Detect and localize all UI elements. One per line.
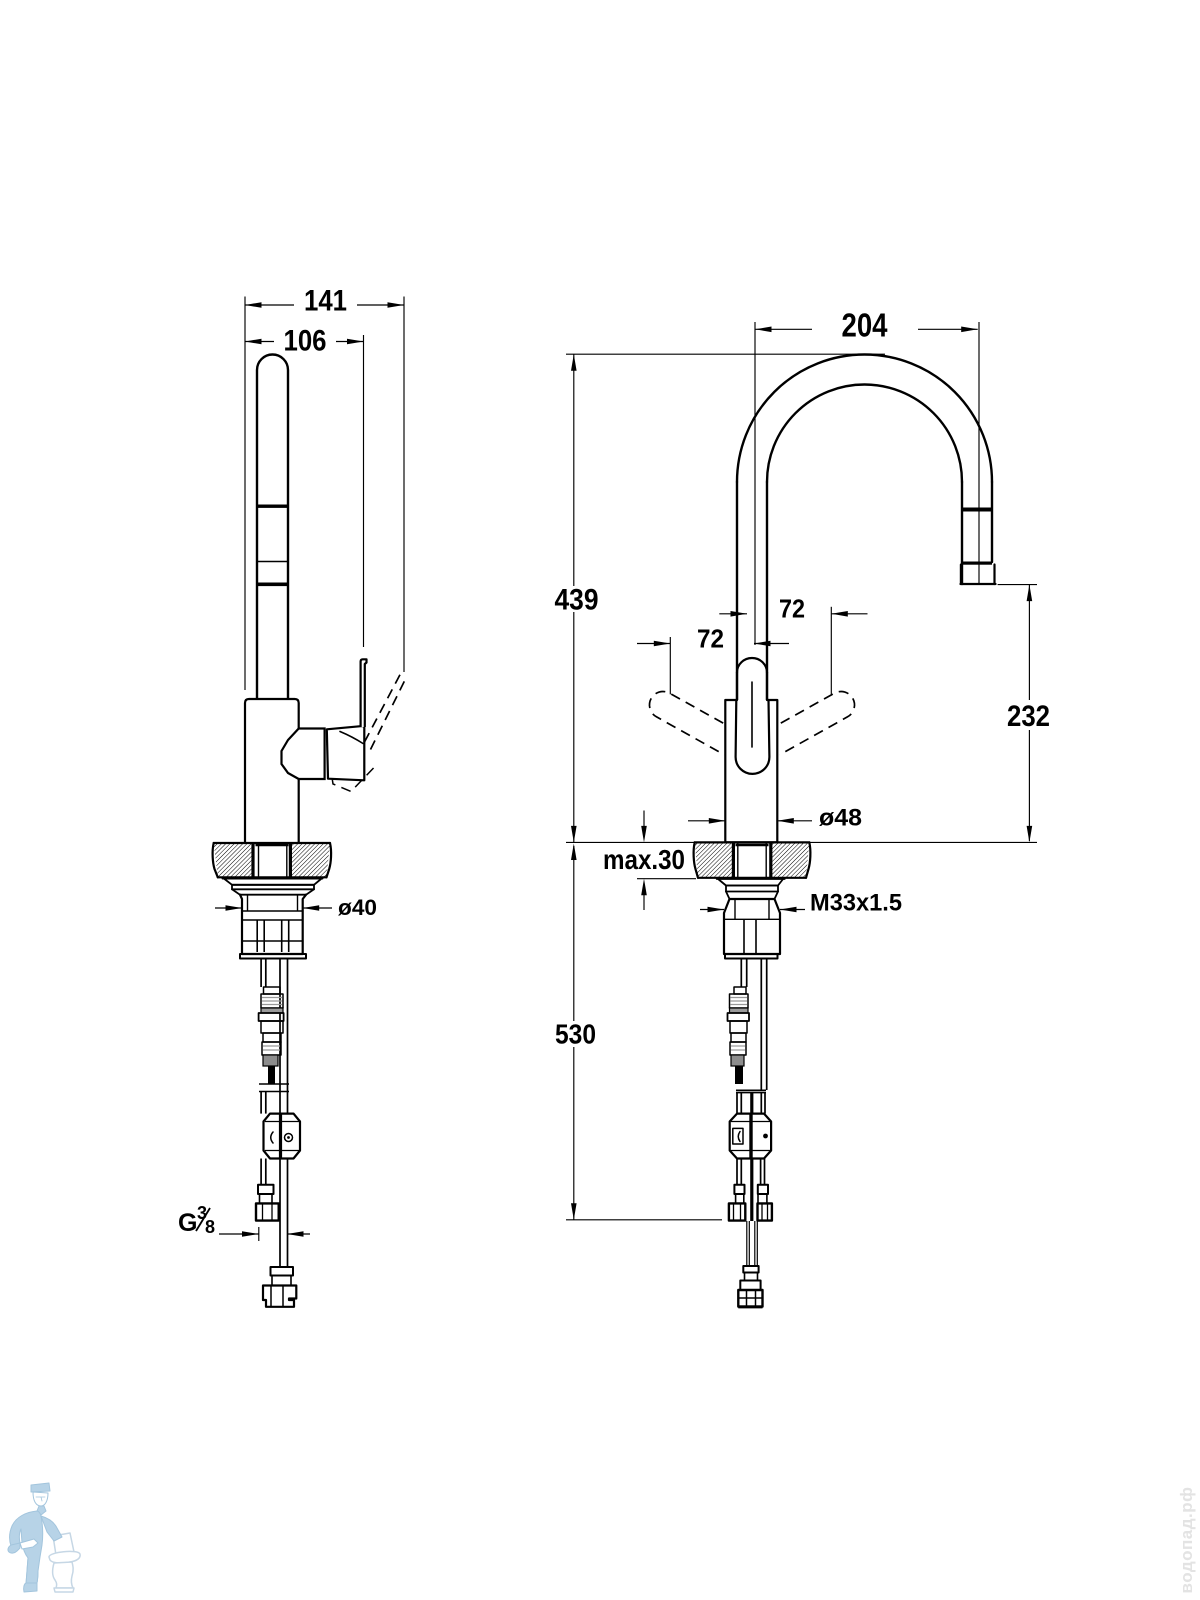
svg-text:max.30: max.30 [603,844,685,875]
svg-text:204: 204 [842,307,889,344]
svg-text:ø48: ø48 [819,805,862,832]
svg-text:232: 232 [1007,700,1050,733]
svg-text:8: 8 [205,1217,215,1237]
svg-text:M33x1.5: M33x1.5 [810,890,902,917]
svg-text:72: 72 [779,594,805,624]
svg-text:3: 3 [197,1203,207,1223]
svg-text:G: G [178,1209,197,1237]
svg-text:72: 72 [697,624,724,654]
svg-text:141: 141 [304,285,347,318]
svg-text:439: 439 [555,584,599,617]
svg-text:ø40: ø40 [338,895,377,920]
svg-text:106: 106 [284,325,327,358]
svg-text:водопад.рф: водопад.рф [1177,1486,1196,1593]
svg-text:530: 530 [555,1019,596,1050]
